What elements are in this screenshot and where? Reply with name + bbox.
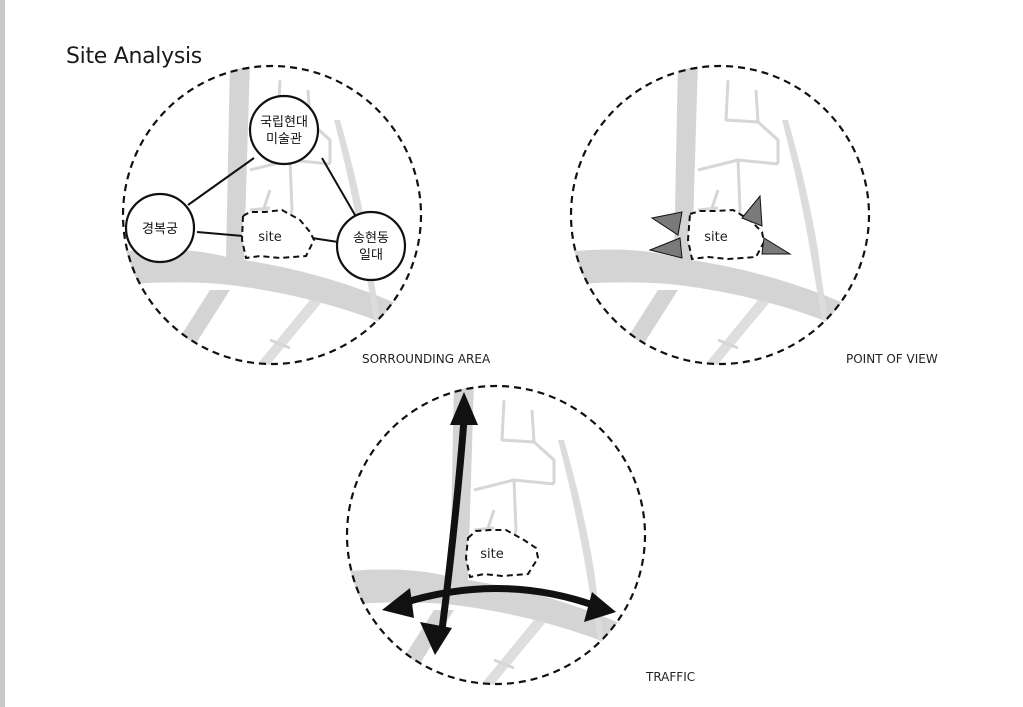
node-mmca-line1: 국립현대 bbox=[260, 115, 308, 130]
view-triangle-icon bbox=[761, 237, 792, 255]
boundary-circle-surrounding bbox=[121, 64, 423, 366]
view-triangle-icon bbox=[648, 237, 683, 259]
node-songhyeon: 송현동 일대 bbox=[335, 210, 407, 282]
boundary-circle-traffic bbox=[345, 384, 647, 686]
traffic-arrow-icon bbox=[584, 592, 616, 622]
node-songhyeon-line1: 송현동 bbox=[353, 231, 389, 246]
traffic-arrow-icon bbox=[450, 392, 478, 425]
traffic-arrow-icon bbox=[398, 585, 598, 610]
node-palace: 경복궁 bbox=[124, 192, 196, 264]
caption-surrounding-area: SORROUNDING AREA bbox=[362, 352, 491, 366]
site-outline bbox=[464, 529, 540, 579]
page-left-edge bbox=[0, 0, 5, 707]
caption-traffic: TRAFFIC bbox=[646, 670, 696, 684]
site-label: site bbox=[258, 230, 281, 245]
boundary-circle-point-of-view bbox=[569, 64, 871, 366]
traffic-arrow-icon bbox=[382, 588, 414, 618]
site-label: site bbox=[704, 230, 727, 245]
view-triangle-icon bbox=[650, 211, 683, 236]
panel-traffic: site bbox=[345, 384, 647, 686]
traffic-arrow-icon bbox=[438, 419, 468, 631]
traffic-arrow-icon bbox=[420, 622, 452, 655]
panel-point-of-view: site bbox=[569, 64, 871, 366]
site-label: site bbox=[480, 547, 503, 562]
site-outline bbox=[240, 208, 316, 260]
node-mmca-line2: 미술관 bbox=[266, 132, 302, 147]
node-mmca: 국립현대 미술관 bbox=[248, 94, 320, 166]
panel-surrounding-area: site 국립현대 미술관 경복궁 송현동 일대 bbox=[121, 64, 423, 366]
traffic-arrows bbox=[382, 392, 616, 655]
connection-lines bbox=[187, 157, 356, 243]
caption-point-of-view: POINT OF VIEW bbox=[846, 352, 938, 366]
node-songhyeon-line2: 일대 bbox=[359, 248, 383, 263]
node-palace-label: 경복궁 bbox=[142, 222, 178, 237]
view-markers bbox=[648, 194, 792, 259]
view-triangle-icon bbox=[741, 194, 763, 227]
page-title: Site Analysis bbox=[66, 44, 202, 69]
